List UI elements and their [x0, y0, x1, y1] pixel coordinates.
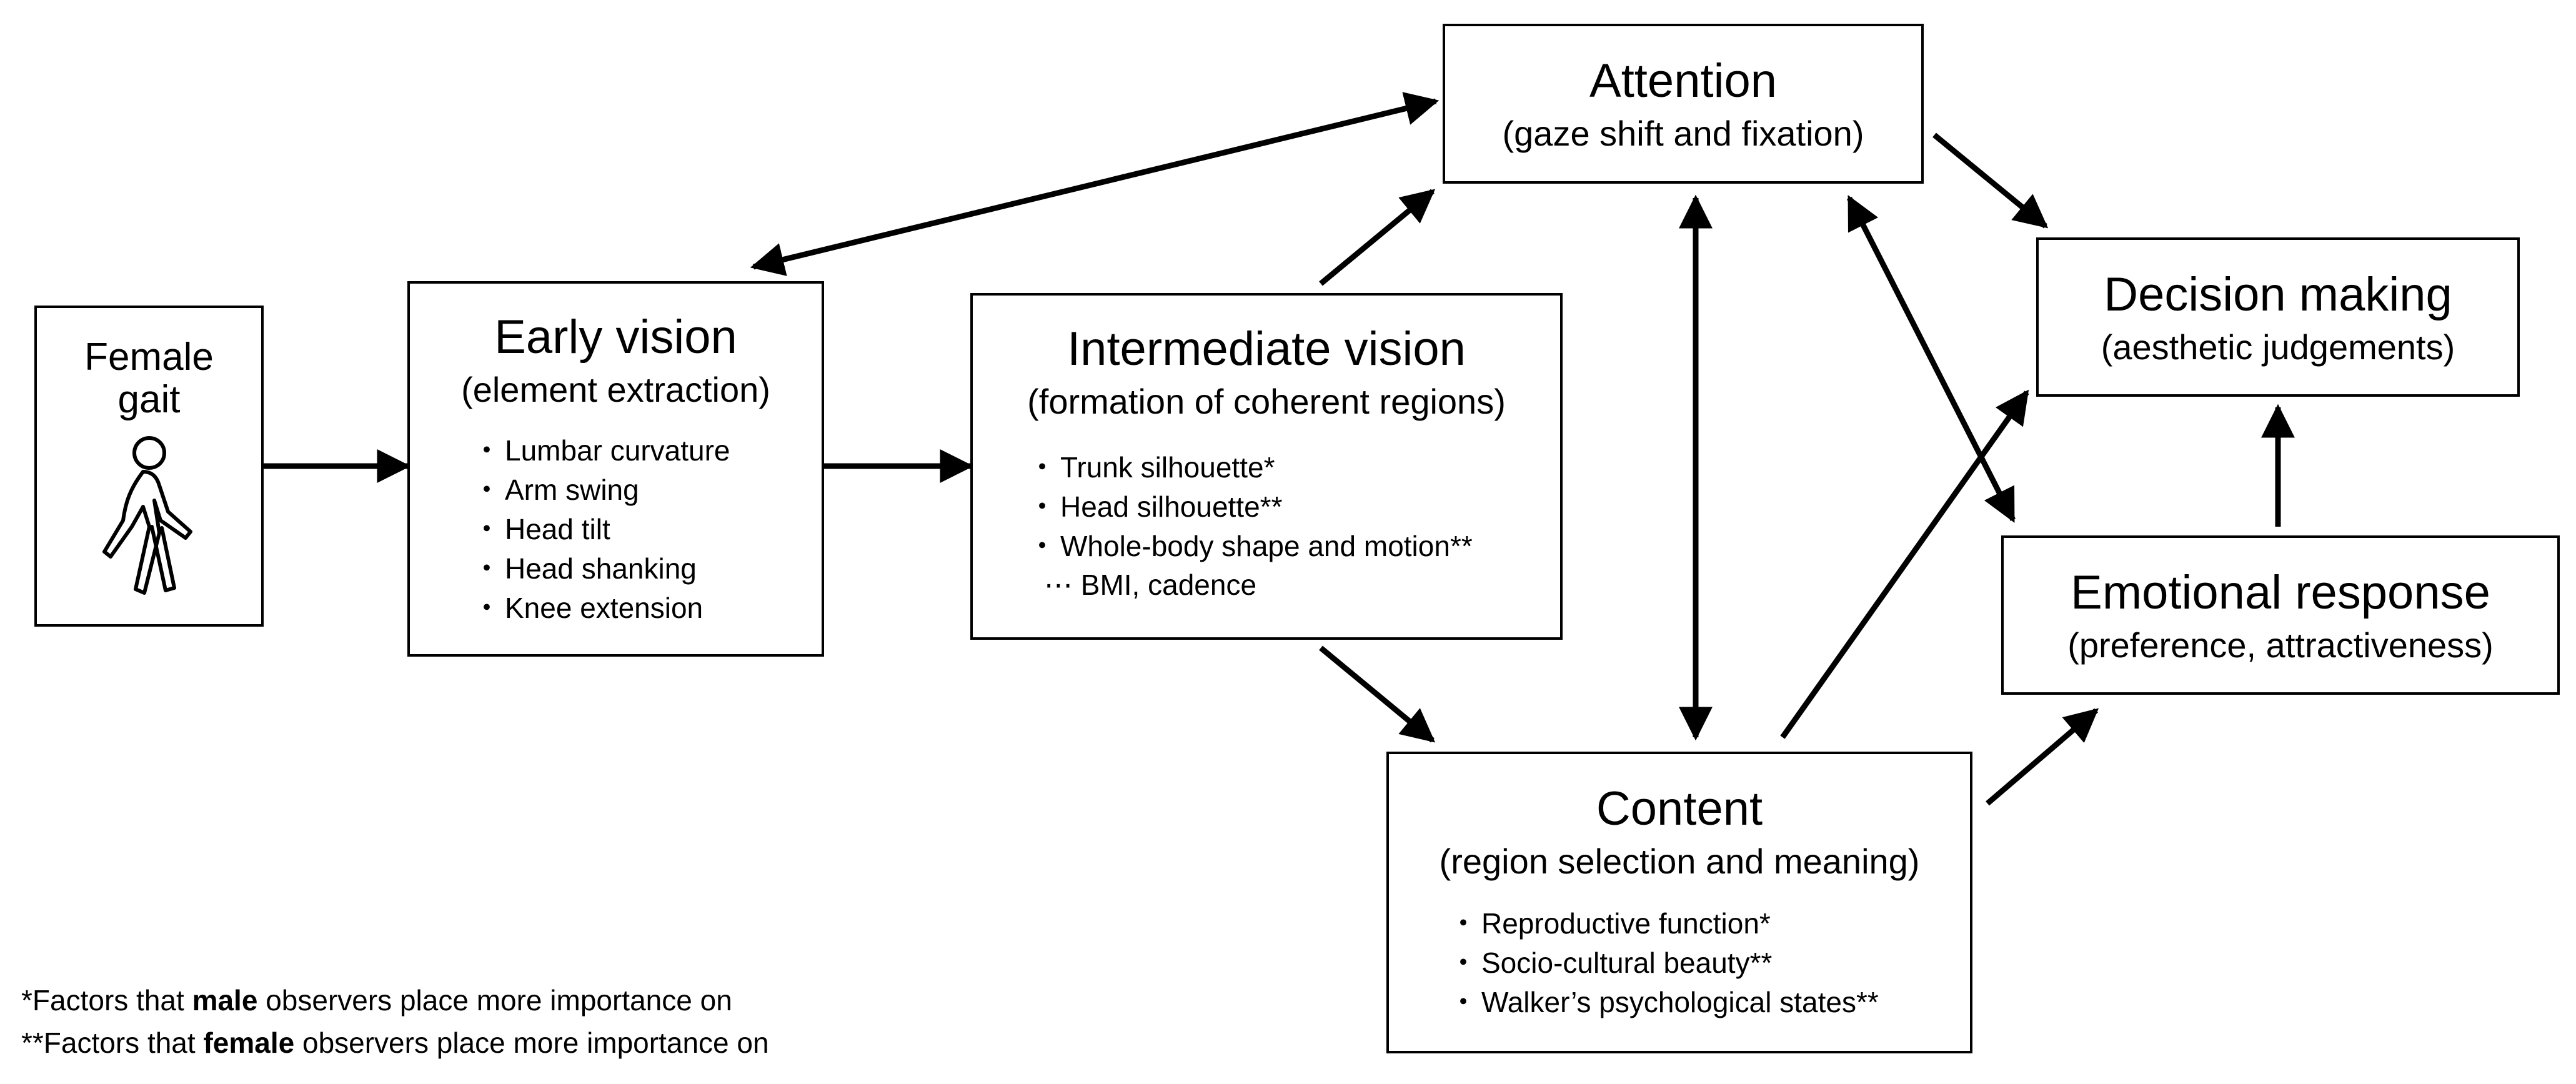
- female-gait-box: Female gait: [34, 306, 264, 627]
- list-item: Head tilt: [472, 510, 730, 549]
- footnote-female-suffix: observers place more importance on: [294, 1027, 769, 1059]
- arrow-intermediate-to-attention: [1319, 189, 1436, 286]
- decision-making-subtitle: (aesthetic judgements): [2101, 327, 2455, 367]
- emotional-response-title: Emotional response: [2071, 566, 2490, 619]
- list-item: Whole-body shape and motion**: [1028, 527, 1473, 566]
- walking-person-icon: [102, 436, 192, 595]
- list-item: Arm swing: [472, 470, 730, 510]
- content-title: Content: [1596, 782, 1763, 835]
- decision-making-title: Decision making: [2104, 268, 2452, 321]
- content-subtitle: (region selection and meaning): [1439, 842, 1920, 881]
- list-item: Head shanking: [472, 549, 730, 589]
- arrow-content-to-emotion: [1986, 708, 2099, 806]
- arrow-early-attention-bidirectional: [750, 92, 1440, 276]
- arrow-attention-to-decision: [1932, 132, 2049, 229]
- early-vision-subtitle: (element extraction): [461, 370, 770, 409]
- attention-title: Attention: [1589, 54, 1777, 107]
- decision-making-box: Decision making (aesthetic judgements): [2036, 237, 2520, 397]
- footnote-male: *Factors that male observers place more …: [21, 986, 732, 1015]
- list-item: Walker’s psychological states**: [1449, 983, 1879, 1022]
- content-box: Content (region selection and meaning) R…: [1386, 752, 1972, 1053]
- footnote-male-prefix: *Factors that: [21, 984, 192, 1017]
- early-vision-list: Lumbar curvature Arm swing Head tilt Hea…: [472, 431, 730, 628]
- list-item: Knee extension: [472, 589, 730, 628]
- emotional-response-box: Emotional response (preference, attracti…: [2001, 535, 2560, 695]
- attention-subtitle: (gaze shift and fixation): [1502, 114, 1864, 153]
- footnote-male-bold: male: [192, 984, 258, 1017]
- list-item: Lumbar curvature: [472, 431, 730, 470]
- footnote-female-prefix: **Factors that: [21, 1027, 204, 1059]
- arrow-content-to-decision: [1780, 389, 2029, 739]
- intermediate-vision-title: Intermediate vision: [1067, 322, 1466, 375]
- early-vision-title: Early vision: [494, 311, 737, 364]
- list-item: Socio-cultural beauty**: [1449, 943, 1879, 983]
- intermediate-vision-list: Trunk silhouette* Head silhouette** Whol…: [1028, 448, 1473, 566]
- early-vision-box: Early vision (element extraction) Lumbar…: [407, 281, 824, 657]
- intermediate-vision-box: Intermediate vision (formation of cohere…: [970, 293, 1563, 640]
- footnote-female-bold: female: [203, 1027, 295, 1059]
- list-item: Head silhouette**: [1028, 487, 1473, 527]
- arrow-intermediate-to-content: [1319, 645, 1436, 743]
- list-item: Trunk silhouette*: [1028, 448, 1473, 487]
- female-gait-title-line2: gait: [117, 378, 181, 421]
- footnote-male-suffix: observers place more importance on: [257, 984, 732, 1017]
- list-item: Reproductive function*: [1449, 904, 1879, 943]
- footnote-female: **Factors that female observers place mo…: [21, 1028, 769, 1057]
- intermediate-vision-subtitle: (formation of coherent regions): [1027, 382, 1506, 421]
- arrow-attention-emotion-bidirectional: [1846, 195, 2016, 523]
- female-gait-title-line1: Female: [84, 336, 214, 379]
- intermediate-vision-sub-item: ⋯ BMI, cadence: [1044, 569, 1257, 601]
- emotional-response-subtitle: (preference, attractiveness): [2067, 625, 2494, 665]
- attention-box: Attention (gaze shift and fixation): [1443, 24, 1924, 184]
- content-list: Reproductive function* Socio-cultural be…: [1449, 904, 1879, 1022]
